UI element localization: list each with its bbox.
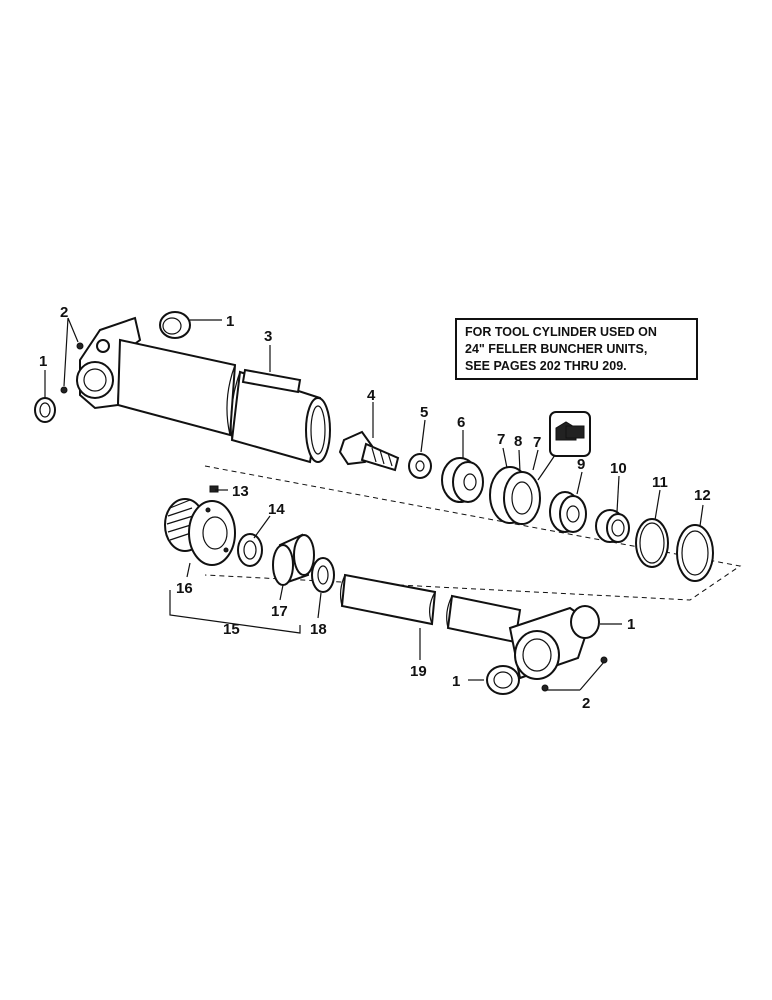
callout-17: 17 xyxy=(271,603,288,620)
wear-ring-10 xyxy=(595,509,630,543)
callout-5: 5 xyxy=(420,404,428,421)
callout-1-bottom: 1 xyxy=(452,673,460,690)
bushing-1-top xyxy=(159,311,191,339)
bushing-17 xyxy=(272,533,315,586)
callout-6: 6 xyxy=(457,414,465,431)
callout-10: 10 xyxy=(610,460,627,477)
rod-eye xyxy=(508,605,600,680)
callout-19: 19 xyxy=(410,663,427,680)
wiper-14 xyxy=(237,533,263,567)
cylinder-barrel xyxy=(116,338,237,437)
backup-ring-12 xyxy=(676,524,714,582)
bushing-1-bottom xyxy=(486,665,520,695)
gland-16 xyxy=(164,498,236,566)
callout-15: 15 xyxy=(223,621,240,638)
leader-lines xyxy=(44,317,704,691)
piston-9 xyxy=(549,491,587,533)
reference-note-box: FOR TOOL CYLINDER USED ON 24" FELLER BUN… xyxy=(455,318,698,380)
callout-13: 13 xyxy=(232,483,249,500)
callout-1-left: 1 xyxy=(39,353,47,370)
set-screw-13 xyxy=(209,485,219,493)
grease-fitting-2-bottom xyxy=(541,656,608,692)
callout-2-top: 2 xyxy=(60,304,68,321)
note-line-2: 24" FELLER BUNCHER UNITS, xyxy=(465,342,648,356)
callout-4: 4 xyxy=(367,387,376,404)
callout-18: 18 xyxy=(310,621,327,638)
callout-7a: 7 xyxy=(497,431,505,448)
piston-rod-19 xyxy=(339,573,522,644)
callout-14: 14 xyxy=(268,501,285,518)
callout-2-bottom: 2 xyxy=(582,695,590,712)
alignment-dashed-line xyxy=(204,465,742,601)
callout-11: 11 xyxy=(652,474,668,491)
callout-12: 12 xyxy=(694,487,711,504)
piston-bolt-4 xyxy=(338,430,400,472)
grease-fitting-2-top xyxy=(60,342,84,394)
callout-9: 9 xyxy=(577,456,585,473)
callout-7b: 7 xyxy=(533,434,541,451)
callout-1-right: 1 xyxy=(627,616,635,633)
washer-5 xyxy=(408,453,432,479)
note-line-3: SEE PAGES 202 THRU 209. xyxy=(465,359,627,373)
barrel-tube-3 xyxy=(230,368,331,464)
piston-6 xyxy=(441,457,484,503)
note-line-1: FOR TOOL CYLINDER USED ON xyxy=(465,325,657,339)
callout-16: 16 xyxy=(176,580,193,597)
callout-8: 8 xyxy=(514,433,522,450)
seal-detail-inset xyxy=(537,411,591,481)
callout-1-top: 1 xyxy=(226,313,234,330)
o-ring-11 xyxy=(635,518,669,568)
callouts: 1 1 2 3 4 5 6 7 8 7 9 10 11 12 13 14 16 … xyxy=(39,304,711,712)
bushing-1-left xyxy=(34,397,56,423)
piston-seal-7-8 xyxy=(489,466,541,525)
callout-3: 3 xyxy=(264,328,272,345)
seal-18 xyxy=(311,557,335,593)
